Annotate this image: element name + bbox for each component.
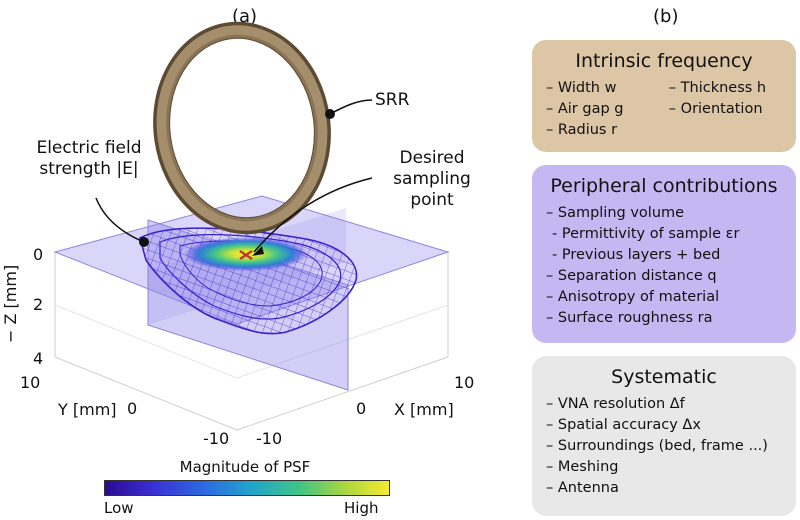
efield-label-line2: strength |E| [39, 159, 139, 179]
svg-text:0: 0 [127, 399, 137, 418]
intrinsic-item-thickness: – Thickness h [668, 80, 767, 96]
panel-b-label: (b) [653, 6, 679, 27]
systematic-box: Systematic – VNA resolution Δf – Spatial… [532, 356, 796, 516]
svg-text:-10: -10 [256, 429, 282, 448]
systematic-item: – Spatial accuracy Δx [546, 417, 701, 433]
x-tick-labels: 10 0 -10 [256, 373, 474, 448]
peripheral-title: Peripheral contributions [550, 175, 778, 197]
svg-text:-10: -10 [203, 429, 229, 448]
systematic-title: Systematic [611, 366, 717, 388]
peripheral-item: – Anisotropy of material [546, 289, 720, 305]
colorbar [104, 480, 390, 496]
peripheral-item: – Separation distance q [546, 268, 717, 284]
peripheral-contributions-box: Peripheral contributions – Sampling volu… [532, 165, 796, 343]
systematic-item: – Meshing [546, 459, 619, 475]
svg-text:4: 4 [33, 349, 43, 368]
peripheral-list: – Sampling volume - Permittivity of samp… [546, 203, 782, 329]
svg-text:10: 10 [454, 373, 474, 392]
z-axis-label: − Z [mm] [1, 265, 20, 343]
efield-label: Electric field strength |E| [14, 138, 164, 180]
svg-text:0: 0 [33, 245, 43, 264]
intrinsic-frequency-box: Intrinsic frequency – Width w – Air gap … [532, 40, 796, 152]
srr-dot [325, 109, 335, 119]
efield-dot [139, 237, 149, 247]
psf-3d-plot: 0 2 4 − Z [mm] 10 0 -10 Y [mm] 10 0 -10 … [1, 21, 474, 448]
desired-line2: sampling [393, 169, 471, 189]
intrinsic-item-air-gap: – Air gap g [546, 101, 624, 117]
y-axis-label: Y [mm] [57, 400, 117, 419]
desired-line3: point [410, 190, 454, 210]
svg-text:10: 10 [20, 373, 40, 392]
desired-sampling-label: Desired sampling point [372, 148, 492, 211]
srr-label: SRR [375, 90, 410, 110]
intrinsic-columns: – Width w – Air gap g – Radius r – Thick… [546, 78, 782, 141]
srr-ring [153, 21, 331, 235]
systematic-list: – VNA resolution Δf – Spatial accuracy Δ… [546, 394, 782, 499]
x-axis-label: X [mm] [394, 400, 454, 419]
sampling-arrowhead [252, 246, 264, 256]
svg-text:2: 2 [33, 295, 43, 314]
peripheral-item: – Sampling volume [546, 205, 685, 221]
colorbar-title: Magnitude of PSF [179, 458, 311, 476]
panel-a: (a) [1, 6, 492, 517]
panel-a-label: (a) [232, 6, 258, 27]
peripheral-item: - Permittivity of sample εr [552, 226, 740, 242]
intrinsic-col2: – Thickness h – Orientation [669, 78, 782, 141]
systematic-item: – Surroundings (bed, frame ...) [546, 438, 768, 454]
intrinsic-col1: – Width w – Air gap g – Radius r [546, 78, 669, 141]
sampling-point-marker [239, 250, 253, 260]
z-tick-labels: 0 2 4 [33, 245, 43, 368]
plot-box [54, 252, 449, 431]
efield-label-line1: Electric field [36, 138, 142, 158]
intrinsic-item-radius: – Radius r [546, 122, 618, 138]
systematic-item: – Antenna [546, 480, 619, 496]
y-tick-labels: 10 0 -10 [20, 373, 229, 448]
intrinsic-item-orientation: – Orientation [668, 101, 763, 117]
desired-line1: Desired [399, 148, 465, 168]
intrinsic-title: Intrinsic frequency [575, 50, 753, 72]
peripheral-item: – Surface roughness ra [546, 310, 713, 326]
colorbar-low-label: Low [104, 499, 134, 517]
peripheral-item: - Previous layers + bed [552, 247, 721, 263]
svg-text:0: 0 [356, 399, 366, 418]
intrinsic-item-width: – Width w [546, 80, 617, 96]
systematic-item: – VNA resolution Δf [546, 396, 685, 412]
psf-mesh [139, 227, 358, 335]
colorbar-high-label: High [344, 499, 379, 517]
